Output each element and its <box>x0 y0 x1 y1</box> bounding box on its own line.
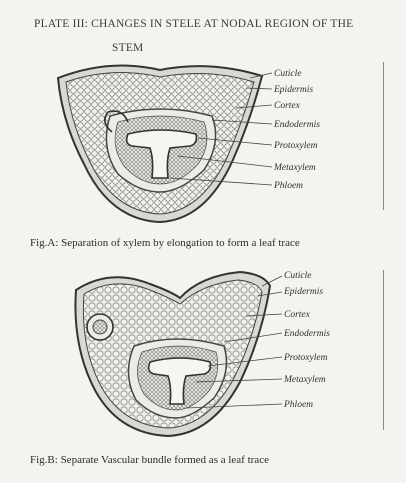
label-phloem-b: Phloem <box>283 400 313 410</box>
figure-a: Cuticle Epidermis Cortex Endodermis Prot… <box>0 52 406 228</box>
label-cortex-b: Cortex <box>284 310 311 320</box>
label-metaxylem-a: Metaxylem <box>273 163 316 173</box>
label-phloem-a: Phloem <box>273 181 303 191</box>
plate-title: PLATE III: CHANGES IN STELE AT NODAL REG… <box>34 18 394 54</box>
figure-a-caption: Fig.A: Separation of xylem by elongation… <box>30 237 300 249</box>
stem-section-drawing-b: Cuticle Epidermis Cortex Endodermis Prot… <box>0 262 406 442</box>
figure-b: Cuticle Epidermis Cortex Endodermis Prot… <box>0 262 406 442</box>
label-epidermis-a: Epidermis <box>273 85 313 95</box>
stem-section-drawing-a: Cuticle Epidermis Cortex Endodermis Prot… <box>0 52 406 228</box>
label-protoxylem-a: Protoxylem <box>273 141 318 151</box>
label-metaxylem-b: Metaxylem <box>283 375 326 385</box>
label-cuticle-a: Cuticle <box>274 69 301 79</box>
figure-b-caption: Fig.B: Separate Vascular bundle formed a… <box>30 454 269 466</box>
label-cuticle-b: Cuticle <box>284 271 311 281</box>
label-endodermis-a: Endodermis <box>273 120 320 130</box>
plate-title-line-1: PLATE III: CHANGES IN STELE AT NODAL REG… <box>34 18 394 30</box>
label-epidermis-b: Epidermis <box>283 287 323 297</box>
label-endodermis-b: Endodermis <box>283 329 330 339</box>
label-protoxylem-b: Protoxylem <box>283 353 328 363</box>
label-cortex-a: Cortex <box>274 101 301 111</box>
